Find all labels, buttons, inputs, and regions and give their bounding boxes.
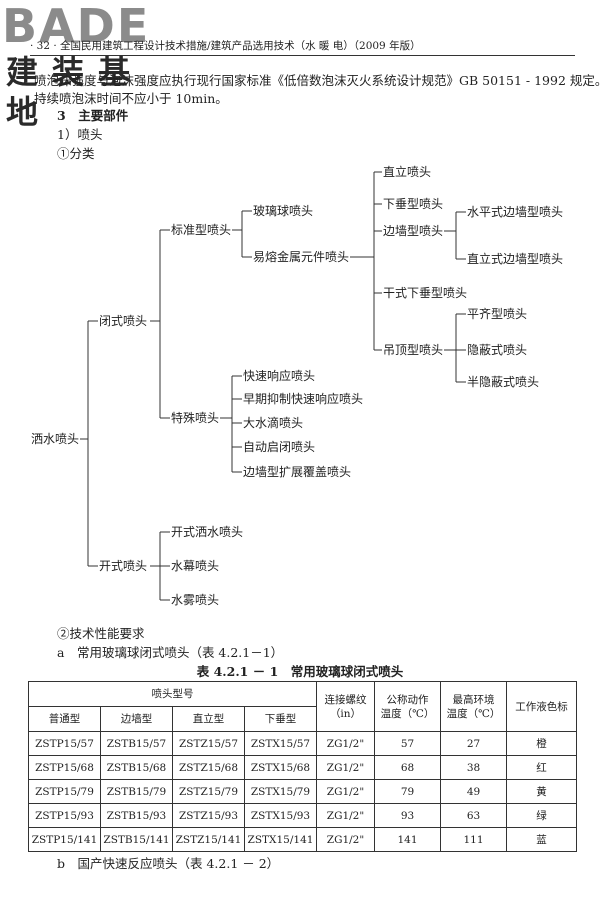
tree-node-upright: 直立喷头 xyxy=(382,165,433,179)
table-cell: ZSTB15/68 xyxy=(100,755,173,780)
tree-node-horizontal-sidewall: 水平式边墙型喷头 xyxy=(466,205,565,219)
table-header-nominal-temp: 公称动作温度（℃） xyxy=(374,681,441,732)
table-cell: 141 xyxy=(374,827,441,852)
tree-node-flush: 平齐型喷头 xyxy=(466,307,529,321)
table-subheader: 下垂型 xyxy=(244,706,317,732)
logo-subtitle: 建装基地 xyxy=(6,53,145,131)
requirement-item-b: b 国产快速反应喷头（表 4.2.1 － 2） xyxy=(57,856,280,871)
subsection-heading: 1）喷头 xyxy=(57,127,103,142)
logo-brand: BADE xyxy=(2,0,151,53)
table-cell: 63 xyxy=(440,803,507,828)
requirements-heading: ②技术性能要求 xyxy=(57,626,145,641)
table-cell: ZSTB15/141 xyxy=(100,827,173,852)
table-cell: ZG1/2" xyxy=(316,779,375,804)
table-cell: 68 xyxy=(374,755,441,780)
requirement-item-a: a 常用玻璃球闭式喷头（表 4.2.1－1） xyxy=(57,645,284,660)
tree-node-on-off: 自动启闭喷头 xyxy=(242,440,317,454)
table-subheader: 边墙型 xyxy=(100,706,173,732)
tree-node-special: 特殊喷头 xyxy=(170,411,221,425)
table-cell: ZSTX15/68 xyxy=(244,755,317,780)
header-rule xyxy=(30,55,575,56)
tree-node-large-drop: 大水滴喷头 xyxy=(242,416,305,430)
table-cell: ZSTX15/79 xyxy=(244,779,317,804)
table-group-header: 喷头型号 xyxy=(28,681,317,707)
table-cell: ZSTZ15/79 xyxy=(172,779,245,804)
table-cell: ZSTP15/79 xyxy=(28,779,101,804)
tree-node-dry-pendent: 干式下垂型喷头 xyxy=(382,286,469,300)
table-cell: 27 xyxy=(440,731,507,756)
tree-node-semi-concealed: 半隐蔽式喷头 xyxy=(466,375,541,389)
table-cell: ZG1/2" xyxy=(316,731,375,756)
table-subheader: 普通型 xyxy=(28,706,101,732)
table-caption: 表 4.2.1 － 1 常用玻璃球闭式喷头 xyxy=(196,664,404,679)
tree-node-open: 开式喷头 xyxy=(98,559,149,573)
table-cell: ZG1/2" xyxy=(316,803,375,828)
table-cell: 57 xyxy=(374,731,441,756)
table-cell: ZG1/2" xyxy=(316,827,375,852)
tree-node-open-sprinkler: 开式洒水喷头 xyxy=(170,525,245,539)
table-cell: ZSTZ15/68 xyxy=(172,755,245,780)
table-cell: ZSTX15/93 xyxy=(244,803,317,828)
tree-node-glass-bulb: 玻璃球喷头 xyxy=(252,204,315,218)
section-heading: 3 主要部件 xyxy=(57,108,129,123)
table-row: ZSTP15/93 ZSTB15/93 ZSTZ15/93 ZSTX15/93 … xyxy=(28,803,577,828)
tree-node-pendent: 下垂型喷头 xyxy=(382,197,445,211)
table-cell: 红 xyxy=(506,755,577,780)
table-row: ZSTP15/68 ZSTB15/68 ZSTZ15/68 ZSTX15/68 … xyxy=(28,755,577,780)
tree-node-concealed-ceiling: 吊顶型喷头 xyxy=(382,343,445,357)
table-cell: ZSTB15/57 xyxy=(100,731,173,756)
table-cell: ZSTX15/57 xyxy=(244,731,317,756)
table-cell: ZSTZ15/93 xyxy=(172,803,245,828)
table-cell: ZSTB15/79 xyxy=(100,779,173,804)
table-cell: 黄 xyxy=(506,779,577,804)
table-cell: ZSTZ15/57 xyxy=(172,731,245,756)
table-cell: 49 xyxy=(440,779,507,804)
tree-node-standard: 标准型喷头 xyxy=(170,223,233,237)
tree-node-upright-sidewall: 直立式边墙型喷头 xyxy=(466,252,565,266)
table-header-thread: 连接螺纹（in） xyxy=(316,681,375,732)
tree-node-extended-coverage: 边墙型扩展覆盖喷头 xyxy=(242,465,353,479)
table-cell: ZG1/2" xyxy=(316,755,375,780)
tree-node-esfr: 早期抑制快速响应喷头 xyxy=(242,392,365,406)
table-row: ZSTP15/57 ZSTB15/57 ZSTZ15/57 ZSTX15/57 … xyxy=(28,731,577,756)
table-cell: ZSTB15/93 xyxy=(100,803,173,828)
tree-node-concealed: 隐蔽式喷头 xyxy=(466,343,529,357)
spec-table: 喷头型号 连接螺纹（in） 公称动作温度（℃） 最高环境温度（℃） 工作液色标 … xyxy=(28,681,577,852)
table-cell: ZSTZ15/141 xyxy=(172,827,245,852)
tree-node-quick-response: 快速响应喷头 xyxy=(242,369,317,383)
watermark-logo: BADE 建装基地 xyxy=(2,0,182,131)
table-cell: 111 xyxy=(440,827,507,852)
intro-line-1: 喷泡沫强度与泡沫强度应执行现行国家标准《低倍数泡沫灭火系统设计规范》GB 501… xyxy=(34,73,600,88)
tree-node-fusible: 易熔金属元件喷头 xyxy=(252,250,351,264)
table-cell: ZSTP15/57 xyxy=(28,731,101,756)
table-cell: ZSTX15/141 xyxy=(244,827,317,852)
tree-node-drencher: 水幕喷头 xyxy=(170,559,221,573)
table-cell: 绿 xyxy=(506,803,577,828)
table-row: ZSTP15/79 ZSTB15/79 ZSTZ15/79 ZSTX15/79 … xyxy=(28,779,577,804)
table-cell: ZSTP15/141 xyxy=(28,827,101,852)
table-cell: 79 xyxy=(374,779,441,804)
table-cell: ZSTP15/93 xyxy=(28,803,101,828)
table-cell: 蓝 xyxy=(506,827,577,852)
intro-line-2: 持续喷泡沫时间不应小于 10min。 xyxy=(34,91,228,106)
table-cell: 38 xyxy=(440,755,507,780)
tree-node-root: 洒水喷头 xyxy=(30,432,81,446)
table-subheader: 直立型 xyxy=(172,706,245,732)
tree-node-sidewall: 边墙型喷头 xyxy=(382,224,445,238)
table-cell: 橙 xyxy=(506,731,577,756)
table-cell: 93 xyxy=(374,803,441,828)
classification-heading: ①分类 xyxy=(57,146,95,161)
table-header-color: 工作液色标 xyxy=(506,681,577,732)
tree-node-water-mist: 水雾喷头 xyxy=(170,593,221,607)
tree-node-closed: 闭式喷头 xyxy=(98,314,149,328)
table-cell: ZSTP15/68 xyxy=(28,755,101,780)
running-header: · 32 · 全国民用建筑工程设计技术措施/建筑产品选用技术（水 暖 电）（20… xyxy=(30,40,421,52)
table-row: ZSTP15/141 ZSTB15/141 ZSTZ15/141 ZSTX15/… xyxy=(28,827,577,852)
table-header-ambient-temp: 最高环境温度（℃） xyxy=(440,681,507,732)
